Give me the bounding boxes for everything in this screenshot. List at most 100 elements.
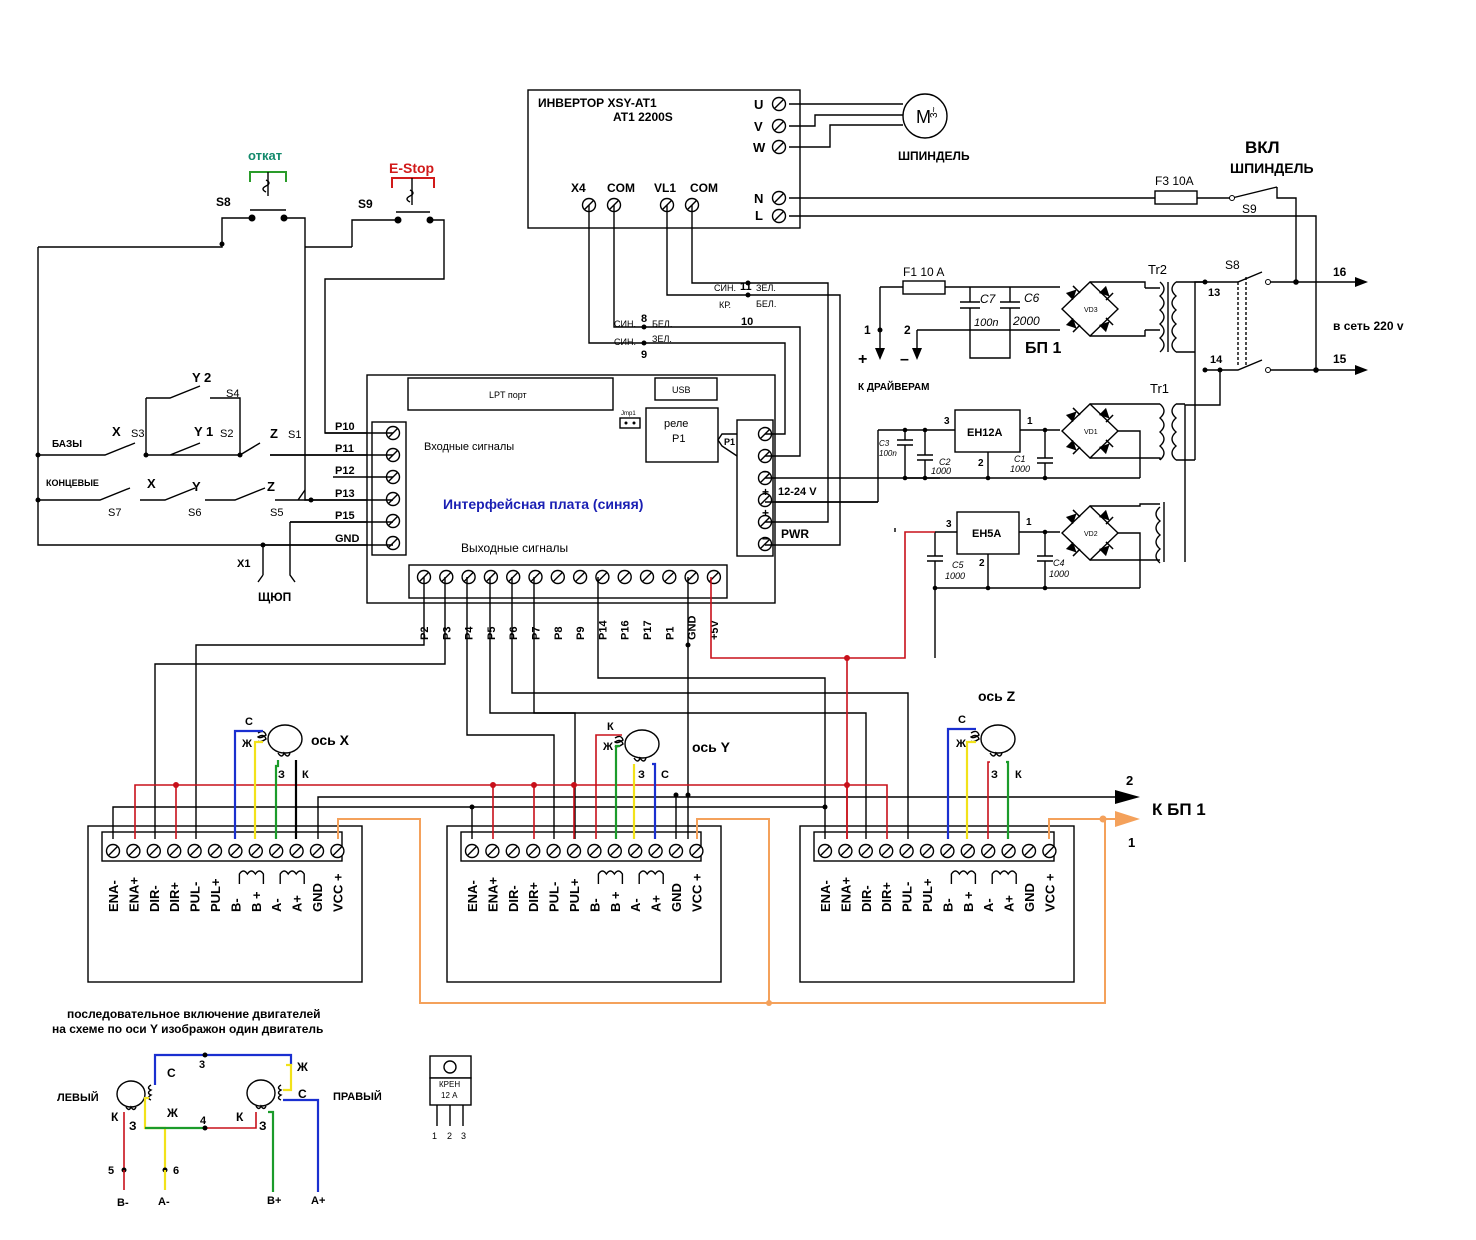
pin-1: 1 — [1026, 517, 1032, 528]
wire-color: ЗЕЛ. — [652, 334, 672, 344]
plus-sign: + — [762, 506, 769, 520]
wire-color: ЗЕЛ. — [756, 283, 776, 293]
driver-pin-label: ENA+ — [838, 877, 853, 912]
limit-z-label: Z — [270, 426, 278, 441]
psu-out-1: 1 — [864, 323, 871, 337]
probe-x1: X1 — [237, 558, 250, 570]
pin-3: 3 — [946, 519, 952, 530]
driver-terminal — [607, 843, 622, 859]
driver-terminal — [858, 843, 873, 859]
terminal-label: COM — [607, 181, 635, 195]
wire-z: З — [991, 769, 998, 781]
wire-zh: Ж — [166, 1106, 178, 1120]
pin-3: 3 — [944, 416, 950, 427]
wire-k: К — [236, 1110, 244, 1124]
driver-pin-label: GND — [669, 883, 684, 912]
driver-terminal — [330, 843, 345, 859]
wire-color: КР. — [719, 300, 731, 310]
switch-s2: S2 — [220, 428, 233, 440]
reg-pin-1: 1 — [432, 1131, 437, 1141]
terminal-w — [771, 139, 787, 155]
driver-terminal — [1042, 843, 1057, 859]
terminal-label: X4 — [571, 181, 586, 195]
switch-s9-label: S9 — [1242, 202, 1257, 216]
motor-x-icon — [256, 724, 303, 757]
inputs-label: Входные сигналы — [424, 441, 514, 453]
harness-11: 11 — [740, 281, 752, 293]
driver-terminal — [628, 843, 643, 859]
driver-terminal — [526, 843, 541, 859]
harness-8: 8 — [641, 313, 647, 325]
wire-zh: Ж — [602, 741, 613, 753]
driver-pin-label: A- — [628, 898, 643, 912]
plus-sign: + — [858, 351, 867, 368]
switch-s1: S1 — [288, 429, 301, 441]
limit-y-label: Y — [192, 479, 201, 494]
wire-color: БЕЛ. — [652, 319, 672, 329]
driver-terminal — [981, 843, 996, 859]
pin-2: 2 — [978, 458, 984, 469]
minus-sign: – — [900, 351, 909, 368]
switch-s5: S5 — [270, 507, 283, 519]
driver-pin-label: B + — [249, 891, 264, 912]
switch-s7: S7 — [108, 507, 121, 519]
output-pin-label: P16 — [620, 620, 632, 640]
wire-zh: Ж — [296, 1060, 308, 1074]
pin-2: 2 — [979, 558, 985, 569]
inverter-title: ИНВЕРТОР XSY-AT1 — [538, 96, 657, 110]
wire-k: К — [607, 721, 614, 733]
driver-terminal — [919, 843, 935, 859]
left-motor-label: ЛЕВЫЙ — [57, 1091, 99, 1104]
jumper-label: Jmp1 — [621, 411, 636, 417]
driver-pin-label: PUL+ — [920, 878, 935, 912]
output-terminal — [617, 569, 632, 585]
output-terminal — [684, 569, 699, 585]
driver-terminal — [505, 843, 520, 859]
minus-sign: – — [762, 464, 769, 478]
cap-c3-value: 100n — [879, 449, 897, 458]
wire-k: К — [111, 1110, 119, 1124]
driver-pin-label: A+ — [290, 895, 305, 912]
output-pin-label: +5V — [709, 619, 721, 640]
output-terminal — [439, 569, 454, 585]
wire-c: С — [245, 716, 253, 728]
wire-zh: Ж — [241, 738, 252, 750]
driver-pin-label: ENA- — [818, 880, 833, 912]
cap-c3-label: C3 — [879, 439, 890, 448]
limit-x-label: X — [147, 476, 156, 491]
minus-sign: – — [762, 531, 769, 545]
jumper — [619, 417, 641, 429]
estop-label: E-Stop — [389, 160, 434, 176]
axis-y-label: ось Y — [692, 739, 731, 755]
switch-s6: S6 — [188, 507, 201, 519]
driver-terminal — [566, 843, 582, 859]
bridge-label: VD2 — [1084, 531, 1098, 538]
driver-pin-label: VCC + — [1042, 873, 1057, 912]
limit-y1-label: Y 1 — [194, 424, 213, 439]
power-terminal-block — [736, 419, 774, 557]
mains-label: в сеть 220 v — [1333, 319, 1404, 333]
bridge-vd2: VD2 — [1060, 505, 1120, 561]
wire-c: С — [298, 1087, 307, 1101]
lpt-port — [407, 377, 614, 411]
driver-pin-label: VCC + — [689, 873, 704, 912]
to-psu-label: К БП 1 — [1152, 800, 1206, 819]
probe-label: ЩЮП — [258, 590, 291, 604]
switch-s9-label: S9 — [358, 197, 373, 211]
input-pin-label: P10 — [335, 421, 355, 433]
driver-pin-label: DIR- — [147, 885, 162, 912]
wire-z: З — [638, 769, 645, 781]
board-title: Интерфейсная плата (синяя) — [443, 496, 643, 512]
driver-pin-label: A+ — [649, 895, 664, 912]
driver-pin-label: PUL+ — [208, 878, 223, 912]
regulator-package-icon — [429, 1055, 472, 1126]
driver-terminal — [105, 843, 121, 859]
driver-terminal — [228, 843, 243, 859]
relay-p1-label: P1 — [672, 433, 685, 445]
psu-link-1: 1 — [1128, 835, 1135, 850]
to-drivers-label: К ДРАЙВЕРАМ — [858, 380, 929, 393]
